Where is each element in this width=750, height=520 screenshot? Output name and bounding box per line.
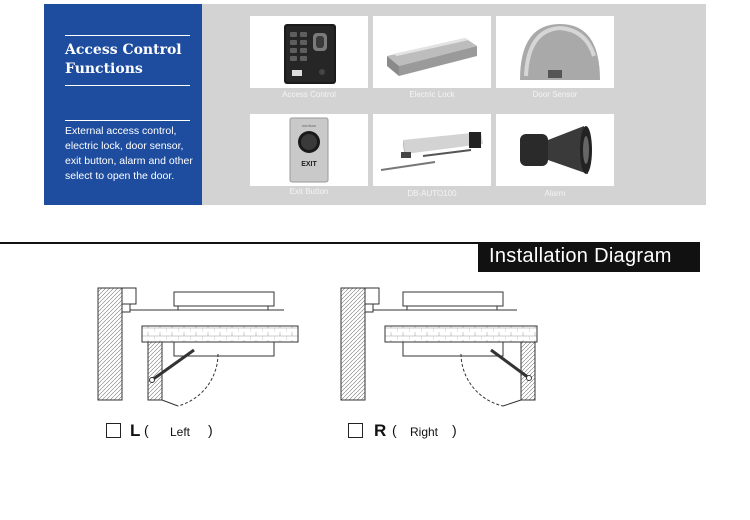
left-close-paren: ): [208, 422, 213, 438]
right-install-diagram: [340, 287, 538, 407]
section-divider: [0, 242, 700, 244]
product-label: Exit Button: [289, 187, 329, 196]
access-control-panel: Access Control Functions External access…: [44, 4, 706, 205]
door-operator-icon: [380, 132, 483, 171]
functions-description: External access control, electric lock, …: [65, 125, 193, 182]
dome-sensor-icon: [520, 24, 600, 80]
product-label: Door Sensor: [532, 90, 578, 99]
product-door-sensor: [496, 16, 614, 88]
desc-top-rule: [65, 120, 190, 121]
siren-horn-icon: [520, 126, 592, 174]
exit-brand-text: nordson: [302, 123, 316, 128]
keypad-reader-icon: [284, 24, 336, 84]
right-word: Right: [410, 425, 439, 439]
magnetic-lock-icon: [387, 38, 477, 76]
exit-sign-text: EXIT: [301, 161, 317, 168]
product-alarm: [496, 114, 614, 186]
right-option-checkbox[interactable]: [348, 423, 363, 438]
right-close-paren: ): [452, 422, 457, 438]
product-exit-button: EXIT nordson: [250, 114, 368, 186]
title-top-rule: [65, 35, 190, 36]
left-option-checkbox[interactable]: [106, 423, 121, 438]
left-word: Left: [170, 425, 191, 439]
left-open-paren: (: [144, 422, 149, 438]
right-letter: R: [374, 421, 387, 440]
right-open-paren: (: [392, 422, 397, 438]
product-access-control: [250, 16, 368, 88]
product-label: Electric Lock: [409, 90, 455, 99]
installation-heading: Installation Diagram: [478, 242, 700, 272]
product-label: Alarm: [544, 189, 566, 198]
left-letter: L: [130, 421, 141, 440]
product-door-operator: [373, 114, 491, 186]
left-install-diagram: [97, 287, 299, 407]
exit-button-icon: EXIT nordson: [289, 117, 329, 183]
product-label: Access Control: [282, 90, 336, 99]
product-electric-lock: [373, 16, 491, 88]
functions-title: Access Control Functions: [65, 42, 182, 77]
product-label: DB-AUTO100: [407, 189, 457, 198]
title-bottom-rule: [65, 85, 190, 86]
functions-box: Access Control Functions External access…: [44, 4, 202, 205]
